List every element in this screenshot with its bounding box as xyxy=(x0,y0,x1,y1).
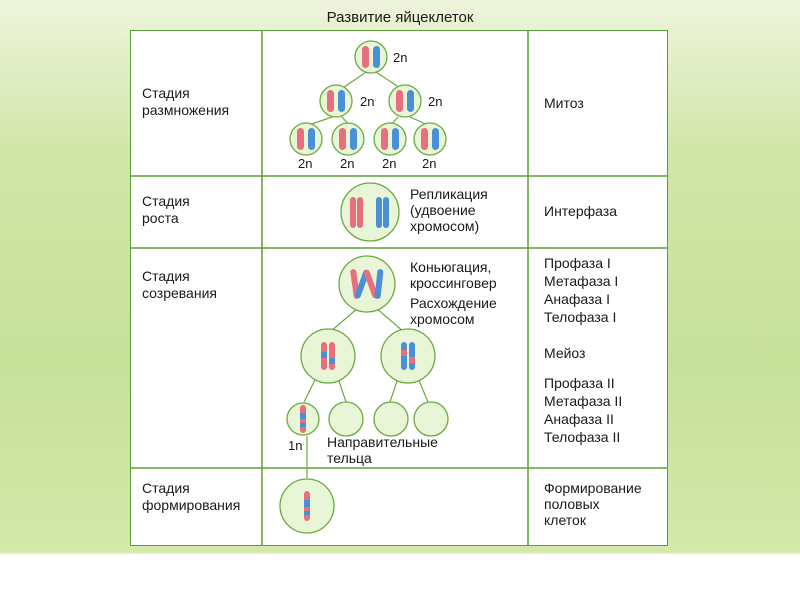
cell-reproduction-l3-2 xyxy=(331,122,365,156)
cell-reproduction-l3-3 xyxy=(373,122,407,156)
diagram-panel xyxy=(130,30,668,546)
cell-reproduction-l3-4 xyxy=(413,122,447,156)
ploidy-label: 2n xyxy=(428,94,442,109)
polar-body-3 xyxy=(413,401,449,437)
ploidy-label: 1n xyxy=(288,438,302,453)
ploidy-label: 2n xyxy=(382,156,396,171)
conjugation-note: Коньюгация,кроссинговер xyxy=(410,259,497,291)
chromosome-red xyxy=(362,46,369,68)
process-list-meiosis: Профаза I Метафаза I Анафаза I Телофаза … xyxy=(544,255,626,445)
cell-reproduction-l2-left xyxy=(319,84,353,118)
cell-formation-egg xyxy=(279,478,335,534)
ploidy-label: 2n xyxy=(393,50,407,65)
ploidy-label: 2n xyxy=(360,94,374,109)
polar-body-2 xyxy=(373,401,409,437)
ploidy-label: 2n xyxy=(298,156,312,171)
cell-maturation-meiosis1-left xyxy=(300,328,356,384)
cell-growth xyxy=(340,182,400,242)
cell-maturation-oocyte xyxy=(286,402,320,436)
cell-reproduction-l3-1 xyxy=(289,122,323,156)
ploidy-label: 2n xyxy=(340,156,354,171)
process-label-interphase: Интерфаза xyxy=(544,203,617,219)
cell-reproduction-l2-right xyxy=(388,84,422,118)
cell-reproduction-top xyxy=(354,40,388,74)
process-label-mitosis: Митоз xyxy=(544,95,584,111)
chromosome-blue xyxy=(373,46,380,68)
page-title: Развитие яйцеклеток xyxy=(326,9,474,26)
cell-maturation-meiosis1-right xyxy=(380,328,436,384)
table-grid xyxy=(130,30,668,546)
cell-maturation-conjugation xyxy=(338,255,396,313)
ploidy-label: 2n xyxy=(422,156,436,171)
polar-body-1 xyxy=(328,401,364,437)
